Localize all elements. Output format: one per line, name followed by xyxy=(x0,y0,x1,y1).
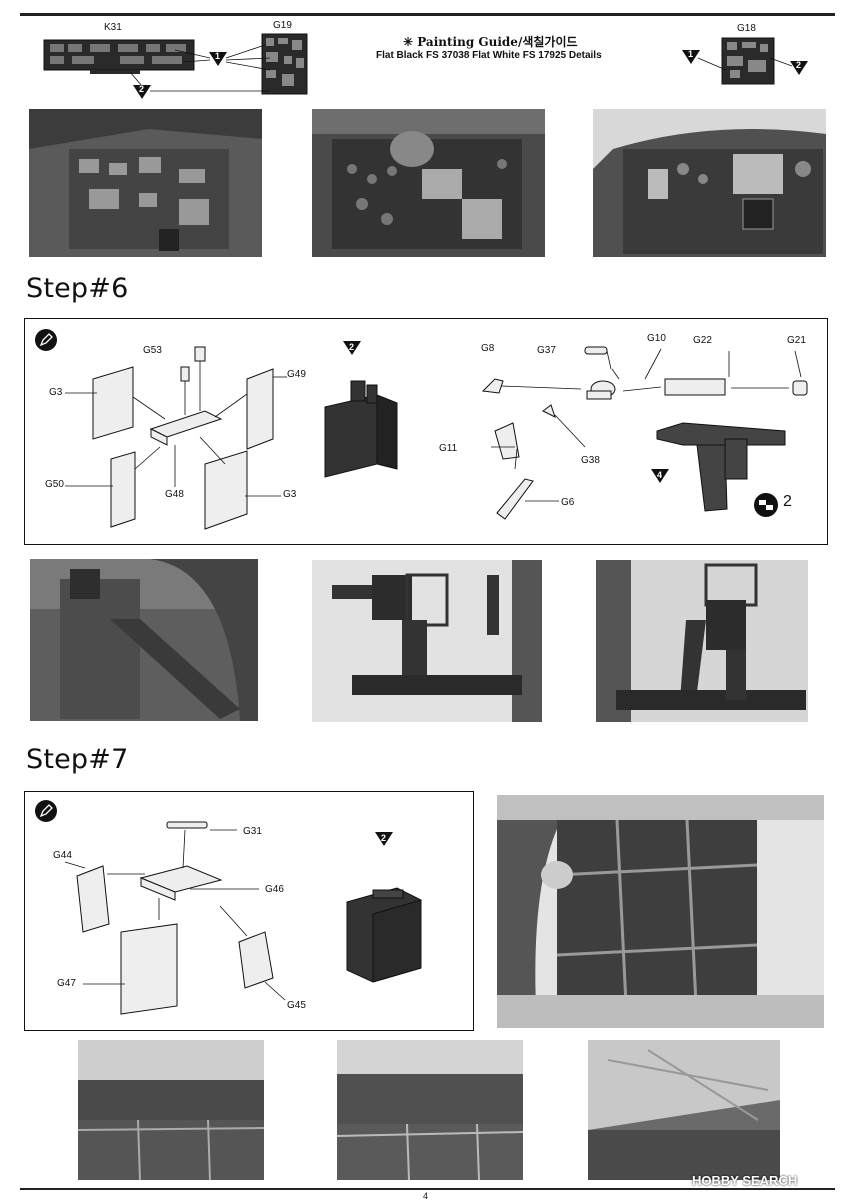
label-g8: G8 xyxy=(481,343,495,354)
cargo-photo-2 xyxy=(337,1040,523,1180)
label-g46: G46 xyxy=(265,884,284,895)
bottom-rule xyxy=(20,1188,835,1190)
label-g18: G18 xyxy=(737,23,756,34)
top-rule xyxy=(20,13,835,16)
step7-marker-2: 2 xyxy=(381,833,387,843)
marker-2-left: 2 xyxy=(139,84,145,94)
label-g37: G37 xyxy=(537,345,556,356)
label-g31: G31 xyxy=(243,826,262,837)
step7-title: Step#7 xyxy=(26,744,129,775)
label-g11: G11 xyxy=(439,443,458,454)
label-g53: G53 xyxy=(143,345,162,356)
repeat-count: 2 xyxy=(783,493,792,510)
label-g38: G38 xyxy=(581,455,600,466)
marker-2-right: 2 xyxy=(796,60,802,70)
label-g47: G47 xyxy=(57,978,76,989)
cockpit-photo-2 xyxy=(312,109,545,257)
step7-assembly-drawing xyxy=(64,821,422,1015)
cockpit-photo-1 xyxy=(29,109,262,257)
gun-photo-3 xyxy=(596,560,808,722)
pencil-icon xyxy=(35,800,57,822)
label-g6: G6 xyxy=(561,497,575,508)
label-g49: G49 xyxy=(287,369,306,380)
cargo-photo-1 xyxy=(78,1040,264,1180)
label-g48: G48 xyxy=(165,489,184,500)
label-g45: G45 xyxy=(287,1000,306,1011)
marker-1-left: 1 xyxy=(215,51,221,61)
painting-guide-diagram xyxy=(43,33,808,99)
step6-title: Step#6 xyxy=(26,273,129,304)
pencil-icon xyxy=(35,329,57,351)
marker-1-right: 1 xyxy=(688,49,694,59)
step6-marker-2: 2 xyxy=(349,342,355,352)
cockpit-photo-3 xyxy=(593,109,826,257)
label-g19: G19 xyxy=(273,20,292,31)
label-g3-bottom: G3 xyxy=(283,489,297,500)
painting-guide-title: ✳ Painting Guide/색칠가이드 xyxy=(403,35,578,49)
painting-guide-colors: Flat Black FS 37038 Flat White FS 17925 … xyxy=(376,50,602,61)
gun-photo-1 xyxy=(30,559,258,721)
label-k31: K31 xyxy=(104,22,122,33)
label-g21: G21 xyxy=(787,335,806,346)
step6-marker-4: 4 xyxy=(657,470,663,480)
cargo-photo-3 xyxy=(588,1040,780,1180)
watermark: HOBBY SEARCH xyxy=(692,1173,798,1188)
label-g22: G22 xyxy=(693,335,712,346)
label-g10: G10 xyxy=(647,333,666,344)
label-g44: G44 xyxy=(53,850,72,861)
page-number: 4 xyxy=(423,1191,429,1201)
label-g50: G50 xyxy=(45,479,64,490)
label-g3-left: G3 xyxy=(49,387,63,398)
step6-assembly-drawing xyxy=(65,341,808,530)
step7-diagram-box: G31 G44 G46 G47 G45 2 xyxy=(24,791,474,1031)
step6-diagram-box: G53 G3 G49 G50 G48 G3 2 G8 G37 G10 G22 G… xyxy=(24,318,828,545)
gun-photo-2 xyxy=(312,560,542,722)
cargo-photo-large xyxy=(497,795,824,1028)
